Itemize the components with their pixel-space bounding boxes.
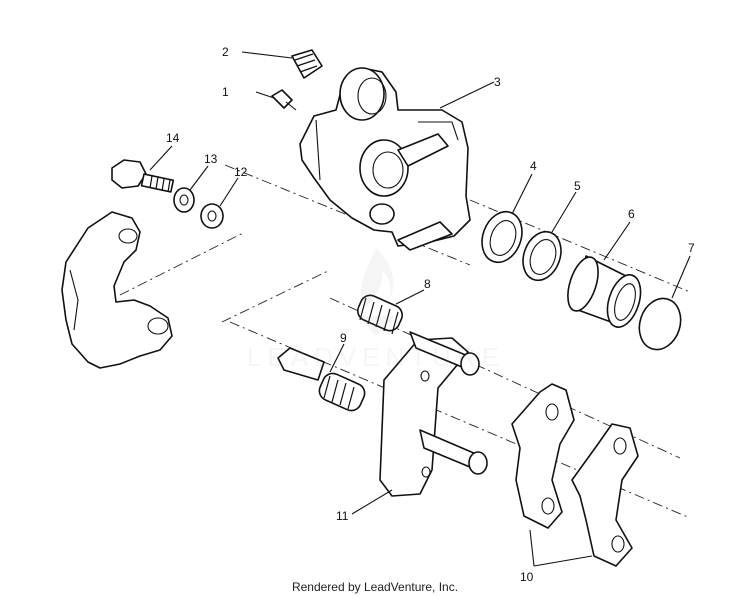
support-bracket-11 xyxy=(379,331,488,497)
callout-11: 11 xyxy=(336,509,349,523)
piston-6 xyxy=(567,255,642,328)
callout-3: 3 xyxy=(494,75,501,89)
callout-2: 2 xyxy=(222,45,229,59)
watermark-brand: LEADVENTURE xyxy=(247,342,505,372)
guide-pin-9 xyxy=(277,347,366,412)
leadventure-watermark: LEADVENTURE xyxy=(247,248,505,372)
callout-5: 5 xyxy=(574,179,581,193)
callout-numbers: 1 2 3 4 5 6 7 8 9 10 11 12 13 14 xyxy=(166,45,695,584)
brake-pad-10-outer xyxy=(571,423,639,567)
callout-8: 8 xyxy=(424,277,431,291)
callout-12: 12 xyxy=(234,165,248,179)
callout-9: 9 xyxy=(340,331,347,345)
flame-logo-icon xyxy=(358,248,394,336)
callout-13: 13 xyxy=(204,152,218,166)
seal-5 xyxy=(522,230,562,282)
leader-lines xyxy=(149,51,691,567)
bleeder-cap-2 xyxy=(291,49,323,79)
callout-4: 4 xyxy=(530,159,537,173)
boot-cap-7 xyxy=(638,297,682,351)
bolt-14 xyxy=(111,159,175,193)
callout-14: 14 xyxy=(166,131,180,145)
callout-10: 10 xyxy=(520,570,534,584)
callout-6: 6 xyxy=(628,207,635,221)
lock-washer-13 xyxy=(173,187,195,213)
brake-pad-10-inner xyxy=(511,383,575,529)
spring-8 xyxy=(357,294,403,335)
mounting-bracket xyxy=(61,211,173,369)
bleeder-screw-1 xyxy=(271,89,297,111)
caliper-body-3 xyxy=(299,67,471,251)
footer-credit: Rendered by LeadVenture, Inc. xyxy=(291,580,459,594)
seal-4 xyxy=(481,210,523,264)
callout-1: 1 xyxy=(222,85,229,99)
flat-washer-12 xyxy=(200,203,224,229)
callout-7: 7 xyxy=(688,241,695,255)
